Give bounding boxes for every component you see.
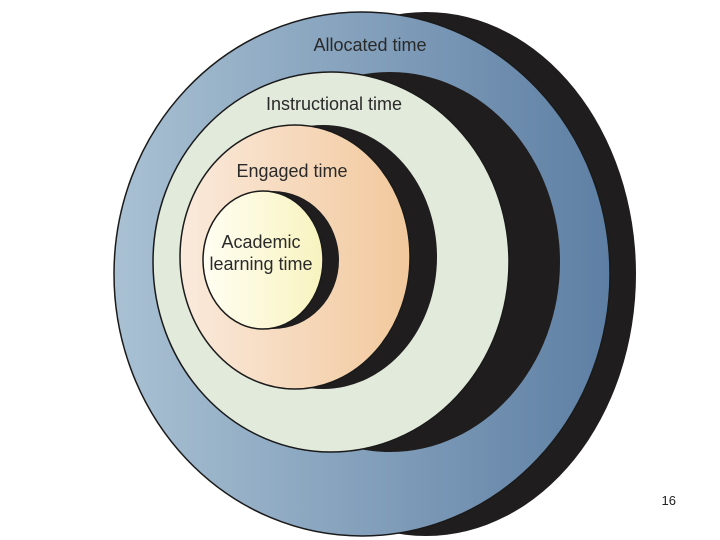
label-allocated-time: Allocated time [313, 35, 426, 55]
ring-academic [202, 190, 339, 330]
label-academic-line2: learning time [209, 254, 312, 274]
page-number: 16 [661, 493, 676, 508]
ring-academic-disc [202, 190, 324, 330]
label-academic-line1: Academic [221, 232, 300, 252]
label-instructional-time: Instructional time [266, 94, 402, 114]
label-engaged-time: Engaged time [236, 161, 347, 181]
